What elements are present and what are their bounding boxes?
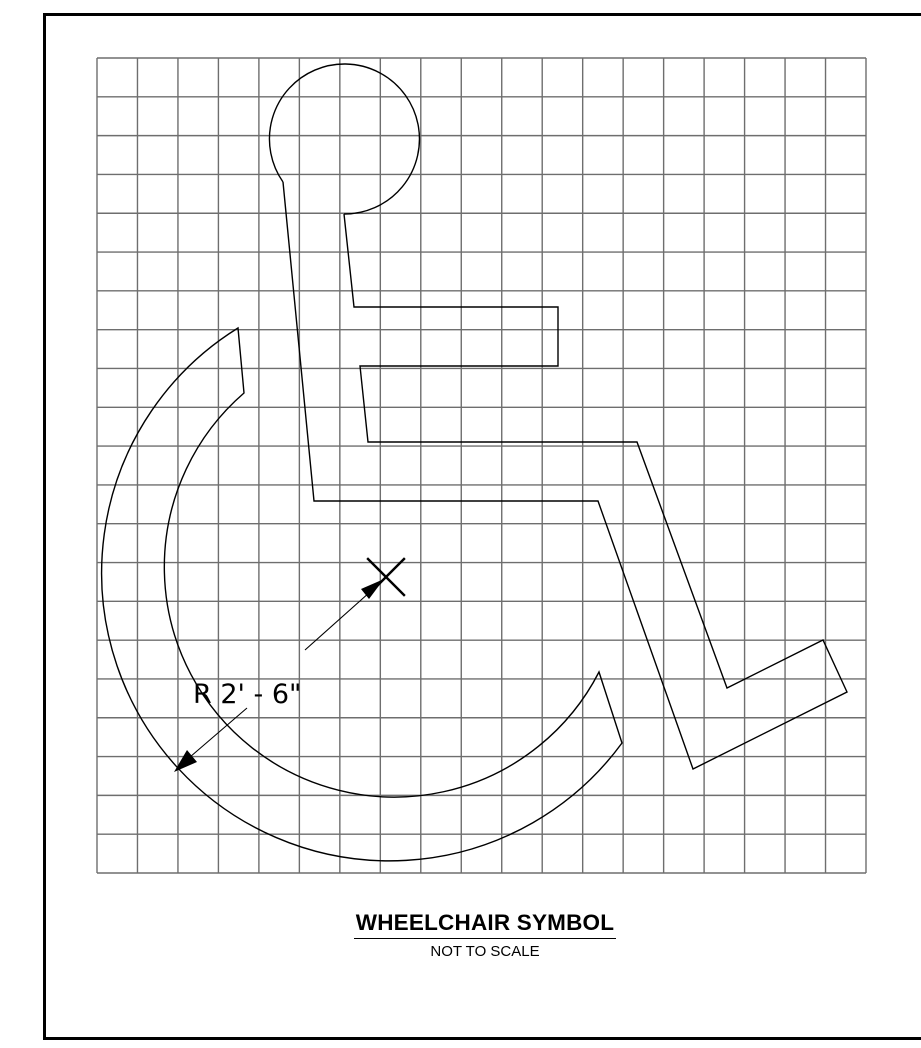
radius-dimension-label: R 2' - 6": [193, 679, 301, 710]
wheel-arc: [100, 326, 623, 862]
drawing-title: WHEELCHAIR SYMBOL: [353, 910, 617, 939]
head-circle: [268, 63, 421, 215]
figure-body-outline: [282, 181, 848, 770]
dimension-arrowhead-lower: [174, 750, 197, 772]
center-mark-stroke-2: [366, 557, 406, 597]
dimension-leader-upper: [304, 591, 371, 651]
reference-grid: [96, 57, 867, 874]
drawing-subtitle: NOT TO SCALE: [430, 943, 540, 960]
dimension-leader-lower: [189, 707, 248, 758]
sheet-border: [43, 13, 921, 1040]
title-block: WHEELCHAIR SYMBOL NOT TO SCALE: [260, 910, 710, 960]
